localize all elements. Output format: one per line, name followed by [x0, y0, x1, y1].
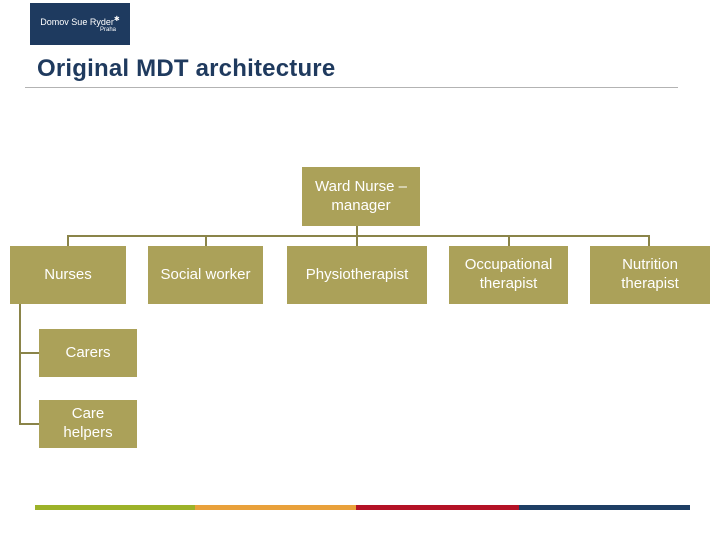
org-node-ward-nurse-manager: Ward Nurse – manager [302, 167, 420, 226]
footer-bar-segment-orange [195, 505, 356, 510]
connector-stub-nurses [67, 235, 69, 246]
org-node-occupational-therapist: Occupational therapist [449, 246, 568, 304]
connector-nurses-hanging-vertical [19, 304, 21, 425]
org-node-label: Physiotherapist [305, 265, 409, 283]
logo-org-name: Domov Sue Ryder✱ [30, 15, 130, 27]
connector-stub-care-helpers [19, 423, 39, 425]
connector-stub-occupational [508, 235, 510, 246]
org-node-nutrition-therapist: Nutrition therapist [590, 246, 710, 304]
logo: Domov Sue Ryder✱ Praha [30, 3, 130, 45]
footer-bar-segment-navy [519, 505, 690, 510]
org-node-nurses: Nurses [10, 246, 126, 304]
org-node-label: Ward Nurse – manager [315, 177, 407, 214]
connector-main-horizontal [67, 235, 650, 237]
org-node-label: Nurses [44, 265, 92, 283]
connector-stub-social-worker [205, 235, 207, 246]
org-node-physiotherapist: Physiotherapist [287, 246, 427, 304]
footer-bar-segment-green [35, 505, 195, 510]
org-node-label: Care helpers [63, 405, 113, 441]
org-node-carers: Carers [39, 329, 137, 377]
org-node-care-helpers: Care helpers [39, 400, 137, 448]
slide-title: Original MDT architecture [37, 55, 336, 82]
connector-stub-nutrition [648, 235, 650, 246]
logo-flower-icon: ✱ [113, 16, 120, 23]
connector-root-vertical [356, 226, 358, 235]
logo-org-name-text: Domov Sue Ryder [40, 17, 114, 27]
title-underline [25, 87, 678, 88]
connector-stub-physiotherapist [356, 235, 358, 246]
org-node-label: Social worker [160, 265, 251, 283]
org-node-label: Occupational therapist [464, 256, 553, 292]
footer-bar-segment-red [356, 505, 519, 510]
org-node-label: Carers [65, 343, 111, 361]
org-node-social-worker: Social worker [148, 246, 263, 304]
logo-city: Praha [99, 27, 116, 33]
org-node-label: Nutrition therapist [621, 256, 679, 292]
connector-stub-carers [19, 352, 39, 354]
